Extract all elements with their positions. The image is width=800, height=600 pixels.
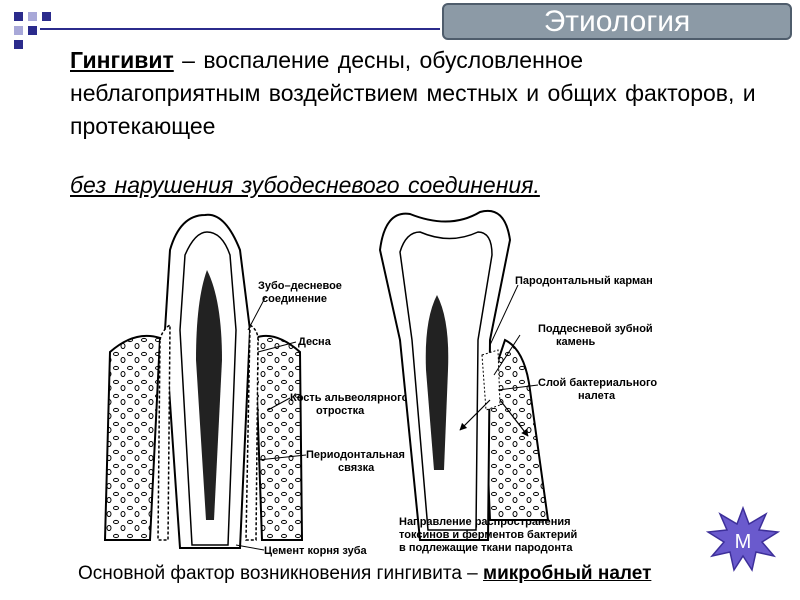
m-badge-button[interactable]: М [706, 506, 780, 572]
definition-term: Гингивит [70, 47, 174, 73]
definition-emphasis-line: без нарушения зубодесневого соединения. [70, 172, 540, 199]
tooth-diagram: Зубо–десневое соединение Десна Кость аль… [103, 209, 657, 557]
label-periodontal-pocket: Пародонтальный карман [515, 275, 653, 287]
header-line [40, 28, 440, 30]
footer-main: Основной фактор возникновения гингивита … [78, 563, 484, 584]
footer-text: Основной фактор возникновения гингивита … [78, 563, 651, 585]
right-tooth [378, 209, 550, 541]
badge-label: М [735, 531, 752, 553]
label-bacterial-layer-1: Слой бактериального [538, 377, 657, 389]
label-toxin-direction-3: в подлежащие ткани пародонта [399, 542, 573, 554]
label-gingival-junction-2: соединение [262, 293, 327, 305]
label-periodontal-ligament-2: связка [338, 462, 375, 474]
label-gingival-junction-1: Зубо–десневое [258, 280, 342, 292]
label-toxin-direction-2: токсинов и ферментов бактерий [399, 529, 577, 541]
definition-text: Гингивит – воспаление десны, обусловленн… [70, 44, 770, 143]
definition-body: – воспаление десны, обусловленное неблаг… [70, 47, 756, 139]
corner-decoration [0, 0, 60, 50]
label-toxin-direction-1: Направление распространения [399, 516, 571, 528]
star-burst-icon [706, 506, 780, 572]
left-tooth [103, 213, 307, 551]
label-alveolar-bone-1: Кость альвеолярного [290, 392, 409, 404]
label-gum: Десна [298, 336, 332, 348]
label-periodontal-ligament-1: Периодонтальная [306, 449, 405, 461]
slide-title: Этиология [442, 3, 792, 40]
label-bacterial-layer-2: налета [578, 390, 616, 402]
label-root-cement: Цемент корня зуба [264, 545, 368, 557]
definition-end: . [533, 172, 540, 198]
label-subgingival-calculus-2: камень [556, 336, 596, 348]
footer-highlight: микробный налет [483, 563, 652, 584]
label-subgingival-calculus-1: Поддесневой зубной [538, 323, 653, 335]
definition-emphasis: без нарушения зубодесневого соединения [70, 172, 534, 198]
label-alveolar-bone-2: отростка [316, 405, 365, 417]
